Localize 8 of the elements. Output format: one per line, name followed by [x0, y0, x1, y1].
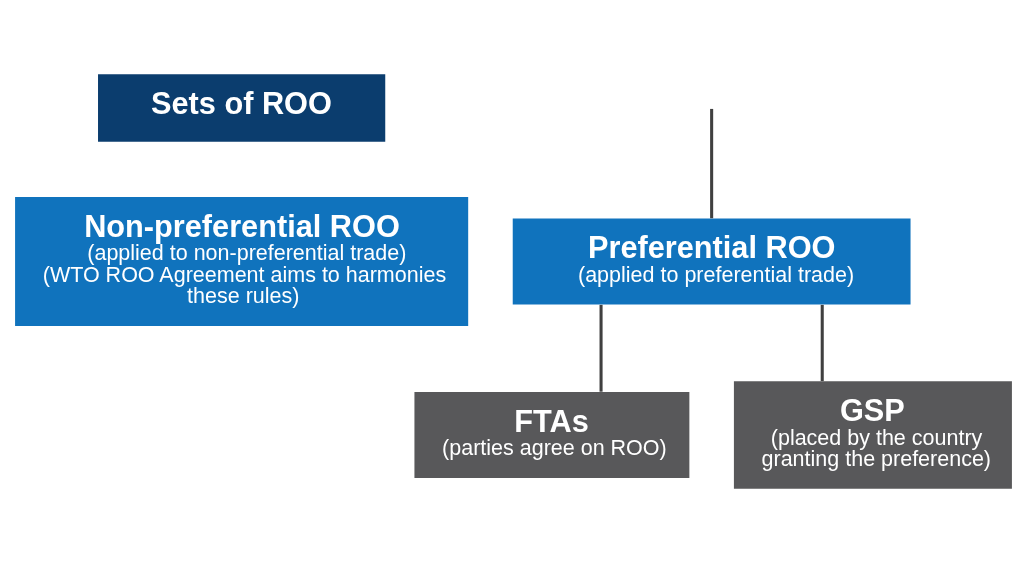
node-box: Sets of ROO: [98, 73, 386, 142]
connector: [599, 304, 603, 392]
connector: [710, 108, 714, 218]
node-box: FTAs (parties agree on ROO): [414, 391, 690, 478]
node-box: Preferential ROO (applied to preferential trade): [512, 218, 911, 305]
node-box: GSP (placed by the country granting the preference): [733, 380, 1012, 489]
connector: [820, 304, 824, 381]
node-box: Non-preferential ROO (applied to non-preferential trade) (WTO ROO Agreement aims to harmonies these rules): [15, 196, 469, 326]
